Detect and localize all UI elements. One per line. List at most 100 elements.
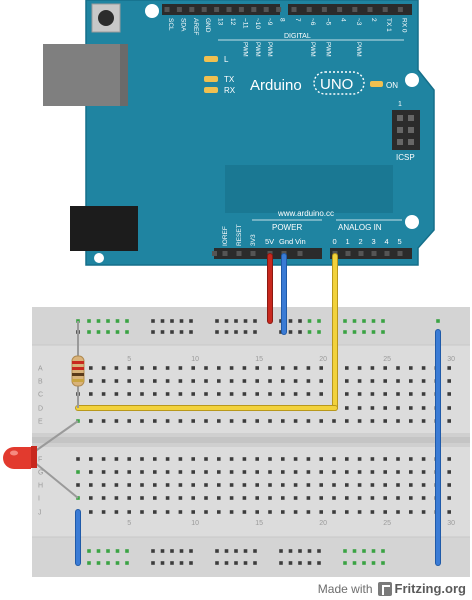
breadboard-hole[interactable] (178, 392, 183, 396)
header-pin[interactable] (164, 7, 170, 12)
breadboard-hole[interactable] (127, 496, 131, 500)
breadboard-hole[interactable] (114, 483, 119, 487)
breadboard-hole-active[interactable] (96, 549, 101, 553)
breadboard-hole[interactable] (191, 483, 195, 487)
breadboard-hole[interactable] (165, 510, 170, 514)
breadboard-hole[interactable] (409, 510, 413, 514)
breadboard-hole[interactable] (447, 510, 451, 514)
breadboard-hole[interactable] (357, 379, 362, 383)
header-pin[interactable] (371, 251, 377, 256)
breadboard-hole[interactable] (317, 561, 321, 565)
breadboard-hole[interactable] (140, 470, 144, 474)
breadboard-hole[interactable] (101, 392, 106, 396)
breadboard-hole[interactable] (165, 457, 170, 461)
breadboard-hole[interactable] (306, 419, 311, 423)
breadboard-hole[interactable] (293, 496, 298, 500)
breadboard-hole[interactable] (281, 510, 285, 514)
breadboard-hole[interactable] (243, 319, 248, 323)
breadboard-hole[interactable] (306, 470, 311, 474)
breadboard-hole[interactable] (153, 483, 157, 487)
breadboard-hole-active[interactable] (87, 319, 91, 323)
breadboard-hole-active[interactable] (115, 561, 120, 565)
breadboard-hole-active[interactable] (87, 549, 91, 553)
header-pin[interactable] (321, 7, 327, 12)
breadboard-hole-active[interactable] (371, 561, 376, 565)
breadboard-hole[interactable] (217, 457, 221, 461)
breadboard-hole[interactable] (370, 496, 375, 500)
breadboard-hole[interactable] (140, 496, 144, 500)
breadboard-hole[interactable] (293, 392, 298, 396)
breadboard-hole[interactable] (165, 470, 170, 474)
header-pin[interactable] (250, 251, 256, 256)
breadboard-hole[interactable] (165, 392, 170, 396)
breadboard-hole[interactable] (178, 419, 183, 423)
breadboard-hole[interactable] (229, 510, 234, 514)
breadboard-hole[interactable] (215, 330, 219, 334)
breadboard-hole[interactable] (178, 366, 183, 370)
header-pin[interactable] (226, 7, 232, 12)
breadboard-hole[interactable] (370, 366, 375, 370)
breadboard-hole[interactable] (242, 483, 247, 487)
breadboard-hole[interactable] (114, 419, 119, 423)
breadboard-hole[interactable] (383, 379, 387, 383)
breadboard-hole[interactable] (127, 419, 131, 423)
breadboard-hole-active[interactable] (352, 330, 357, 334)
breadboard-hole[interactable] (370, 483, 375, 487)
breadboard-hole[interactable] (229, 483, 234, 487)
breadboard-hole[interactable] (242, 366, 247, 370)
breadboard-hole[interactable] (357, 406, 362, 410)
breadboard-hole[interactable] (409, 366, 413, 370)
breadboard-hole[interactable] (127, 392, 131, 396)
breadboard-hole[interactable] (317, 549, 321, 553)
breadboard-hole[interactable] (281, 379, 285, 383)
breadboard-hole[interactable] (140, 366, 144, 370)
breadboard-hole[interactable] (253, 330, 257, 334)
breadboard-hole[interactable] (178, 510, 183, 514)
breadboard-hole[interactable] (345, 457, 349, 461)
breadboard-hole[interactable] (217, 419, 221, 423)
breadboard-hole[interactable] (224, 330, 229, 334)
breadboard-hole[interactable] (279, 561, 283, 565)
breadboard-hole[interactable] (178, 379, 183, 383)
breadboard-hole[interactable] (421, 406, 426, 410)
breadboard-hole[interactable] (383, 406, 387, 410)
breadboard-hole[interactable] (319, 457, 323, 461)
breadboard-hole[interactable] (229, 366, 234, 370)
breadboard-hole[interactable] (165, 496, 170, 500)
breadboard-hole[interactable] (191, 496, 195, 500)
breadboard-hole[interactable] (306, 483, 311, 487)
breadboard-hole[interactable] (204, 366, 208, 370)
breadboard-hole[interactable] (293, 419, 298, 423)
breadboard-hole[interactable] (255, 366, 259, 370)
breadboard-hole[interactable] (224, 319, 229, 323)
breadboard-hole[interactable] (281, 470, 285, 474)
breadboard-hole[interactable] (189, 549, 193, 553)
breadboard-hole-active[interactable] (381, 561, 385, 565)
breadboard-hole-active[interactable] (76, 470, 80, 474)
breadboard-hole[interactable] (89, 470, 93, 474)
breadboard-hole[interactable] (281, 366, 285, 370)
breadboard-hole[interactable] (255, 457, 259, 461)
breadboard-hole[interactable] (253, 319, 257, 323)
breadboard-hole[interactable] (383, 392, 387, 396)
breadboard-hole-active[interactable] (307, 330, 312, 334)
header-pin[interactable] (352, 7, 358, 12)
breadboard-hole[interactable] (114, 510, 119, 514)
breadboard-hole[interactable] (357, 483, 362, 487)
breadboard-hole[interactable] (357, 419, 362, 423)
breadboard-hole[interactable] (447, 379, 451, 383)
breadboard-hole[interactable] (229, 470, 234, 474)
breadboard-hole[interactable] (345, 470, 349, 474)
breadboard-hole[interactable] (229, 457, 234, 461)
breadboard-hole[interactable] (421, 457, 426, 461)
breadboard-hole[interactable] (332, 457, 336, 461)
breadboard-hole[interactable] (421, 510, 426, 514)
breadboard-hole-active[interactable] (307, 319, 312, 323)
breadboard-hole[interactable] (234, 549, 238, 553)
breadboard-hole[interactable] (447, 419, 451, 423)
resistor[interactable] (71, 321, 85, 408)
breadboard-hole[interactable] (409, 392, 413, 396)
breadboard-hole[interactable] (127, 457, 131, 461)
breadboard-hole[interactable] (114, 496, 119, 500)
breadboard-hole[interactable] (281, 457, 285, 461)
